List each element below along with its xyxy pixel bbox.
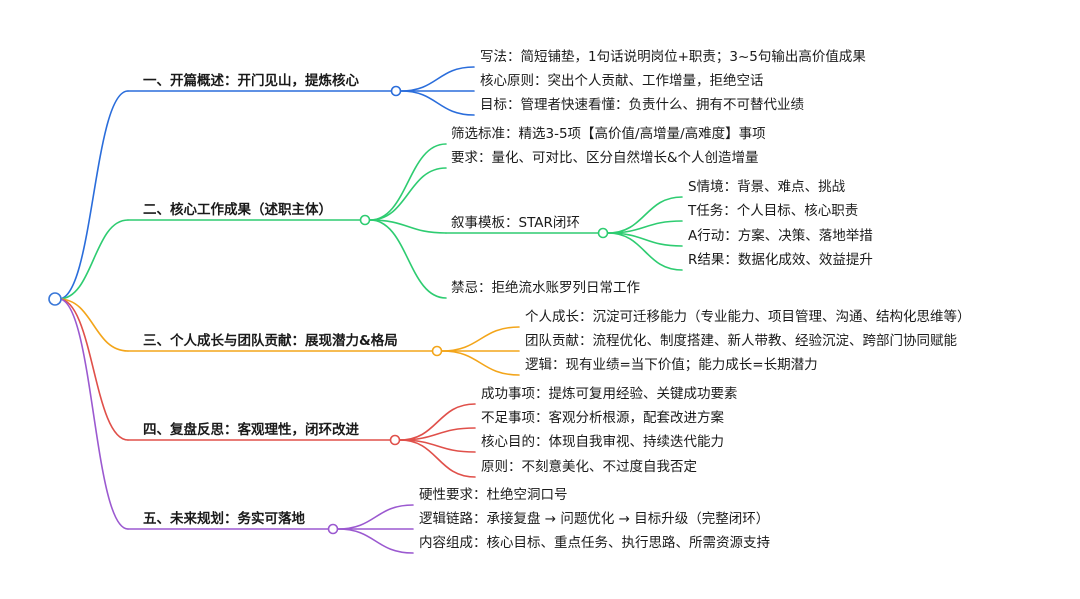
branch-4-joint: [389, 434, 401, 446]
branch-1-item-2: 核心原则：突出个人贡献、工作增量，拒绝空话: [480, 73, 764, 89]
branch-5-child-1-connector: [337, 504, 414, 530]
branch-1-item-1: 写法：简短铺垫，1句话说明岗位+职责；3~5句输出高价值成果: [480, 49, 866, 65]
branch-2-item-3: 叙事模板：STAR闭环: [451, 215, 580, 231]
branch-5-item-1: 硬性要求：杜绝空洞口号: [419, 487, 568, 503]
branch-2-item-1: 筛选标准：精选3-5项【高价值/高增量/高难度】事项: [451, 126, 766, 142]
branch-5-item-2: 逻辑链路：承接复盘 → 问题优化 → 目标升级（完整闭环）: [419, 511, 770, 527]
star-joint: [597, 227, 609, 239]
branch-4-item-3: 核心目的：体现自我审视、持续迭代能力: [481, 434, 724, 450]
branch-2-item-2: 要求：量化、可对比、区分自然增长&个人创造增量: [451, 150, 759, 166]
branch-4-child-1-connector: [399, 403, 476, 441]
branch-2-label: 二、核心工作成果（述职主体）: [143, 202, 332, 218]
branch-4-label: 四、复盘反思：客观理性，闭环改进: [143, 422, 359, 438]
branch-5-item-3: 内容组成：核心目标、重点任务、执行思路、所需资源支持: [419, 535, 770, 551]
branch-1-child-3-connector: [400, 90, 475, 116]
branch-3-child-1-connector: [441, 326, 520, 352]
branch-4-item-4: 原则：不刻意美化、不过度自我否定: [481, 459, 697, 475]
branch-5-joint: [327, 523, 339, 535]
branch-1-label: 一、开篇概述：开门见山，提炼核心: [143, 73, 359, 89]
branch-4-item-2: 不足事项：客观分析根源，配套改进方案: [481, 410, 724, 426]
branch-4-connector: [58, 298, 129, 441]
branch-3-label: 三、个人成长与团队贡献：展现潜力&格局: [143, 333, 398, 349]
branch-1-connector: [58, 90, 129, 300]
branch-2-child-1-connector: [369, 143, 447, 221]
branch-3-joint: [431, 345, 443, 357]
branch-1-joint: [390, 85, 402, 97]
branch-2-item-4: 禁忌：拒绝流水账罗列日常工作: [451, 280, 640, 296]
branch-2-item-3-sub-2: T任务：个人目标、核心职责: [688, 203, 859, 219]
branch-2-item-3-sub-1: S情境：背景、难点、挑战: [688, 179, 846, 195]
branch-2-child-3-connector: [369, 219, 447, 234]
branch-2-joint: [359, 214, 371, 226]
branch-1-item-3: 目标：管理者快速看懂：负责什么、拥有不可替代业绩: [480, 97, 804, 113]
branch-5-connector: [58, 298, 129, 530]
branch-2-child-2-connector: [369, 167, 447, 221]
branch-2-connector: [58, 219, 129, 300]
star-child-1-connector: [607, 196, 683, 234]
branch-3-item-2: 团队贡献：流程优化、制度搭建、新人带教、经验沉淀、跨部门协同赋能: [525, 333, 957, 349]
branch-3-item-1: 个人成长：沉淀可迁移能力（专业能力、项目管理、沟通、结构化思维等）: [525, 309, 971, 325]
branch-5-child-3-connector: [337, 528, 414, 554]
branch-5-label: 五、未来规划：务实可落地: [143, 511, 305, 527]
branch-4-child-4-connector: [399, 439, 476, 478]
branch-1-child-1-connector: [400, 66, 475, 92]
root-node: [48, 292, 62, 306]
branch-2-child-4-connector: [369, 219, 447, 299]
branch-2-item-3-sub-4: R结果：数据化成效、效益提升: [688, 252, 873, 268]
star-child-4-connector: [607, 232, 683, 271]
branch-3-connector: [58, 298, 129, 352]
branch-2-item-3-sub-3: A行动：方案、决策、落地举措: [688, 228, 873, 244]
branch-3-item-3: 逻辑：现有业绩=当下价值；能力成长=长期潜力: [525, 357, 818, 373]
branch-4-item-1: 成功事项：提炼可复用经验、关键成功要素: [481, 386, 738, 402]
branch-3-child-3-connector: [441, 350, 520, 376]
